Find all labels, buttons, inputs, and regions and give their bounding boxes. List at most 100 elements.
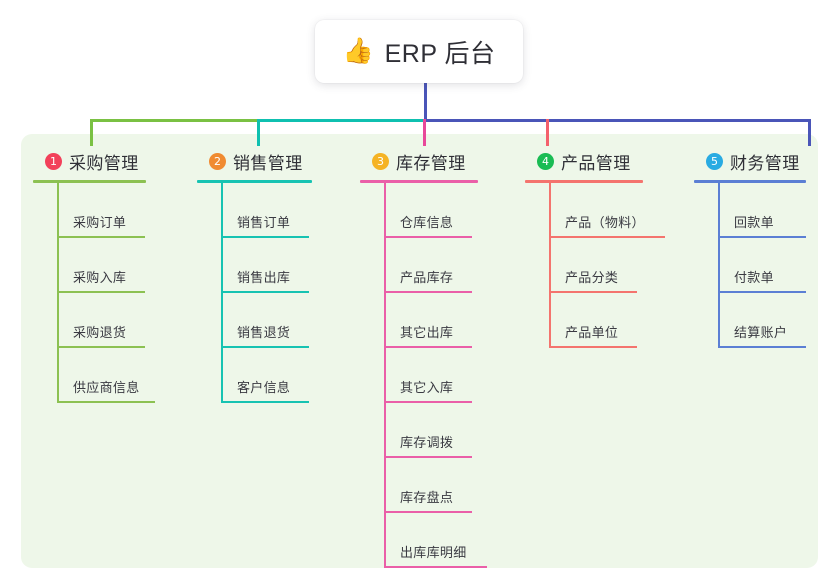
- list-item-label: 采购入库: [73, 270, 127, 285]
- root-title: ERP 后台: [384, 39, 496, 68]
- list-item-underline: [384, 291, 472, 293]
- list-item-underline: [549, 291, 637, 293]
- column-header[interactable]: 2 销售管理: [197, 148, 347, 174]
- list-item-underline: [718, 291, 806, 293]
- list-item-underline: [549, 236, 665, 238]
- list-item-underline: [221, 401, 309, 403]
- list-item[interactable]: 回款单: [718, 183, 839, 238]
- column-title: 库存管理: [396, 153, 466, 173]
- list-item-label: 结算账户: [734, 325, 788, 340]
- list-item-underline: [221, 291, 309, 293]
- branch-drop-5: [808, 119, 811, 146]
- list-item[interactable]: 库存调拨: [384, 403, 515, 458]
- list-item-label: 产品分类: [565, 270, 619, 285]
- column-underline: [197, 180, 312, 183]
- content-panel: [21, 134, 818, 568]
- list-item[interactable]: 库存盘点: [384, 458, 515, 513]
- branch-drop-1: [90, 119, 93, 146]
- list-item-underline: [221, 346, 309, 348]
- list-item-label: 产品单位: [565, 325, 619, 340]
- column-spine: [549, 183, 551, 348]
- list-item-underline: [384, 511, 472, 513]
- list-item[interactable]: 销售退货: [221, 293, 347, 348]
- list-item-underline: [384, 236, 472, 238]
- root-node[interactable]: 👍 ERP 后台: [315, 20, 523, 83]
- column-title: 采购管理: [69, 153, 139, 173]
- list-item-label: 产品库存: [400, 270, 454, 285]
- branch-bar-green: [90, 119, 260, 122]
- branch-drop-3: [423, 119, 426, 146]
- column-items: 销售订单 销售出库 销售退货 客户信息: [221, 183, 347, 403]
- list-item-label: 回款单: [734, 215, 774, 230]
- column-header[interactable]: 5 财务管理: [694, 148, 839, 174]
- list-item[interactable]: 客户信息: [221, 348, 347, 403]
- column-spine: [221, 183, 223, 403]
- list-item[interactable]: 采购订单: [57, 183, 183, 238]
- list-item[interactable]: 采购入库: [57, 238, 183, 293]
- list-item-label: 采购订单: [73, 215, 127, 230]
- thumbs-up-icon: 👍: [342, 37, 374, 65]
- list-item[interactable]: 产品库存: [384, 238, 515, 293]
- column-badge: 4: [537, 152, 554, 170]
- list-item-underline: [57, 236, 145, 238]
- list-item-underline: [718, 236, 806, 238]
- list-item-label: 库存盘点: [400, 490, 454, 505]
- column-inventory: 3 库存管理 仓库信息 产品库存 其它出库 其它入库 库存调拨: [360, 148, 515, 568]
- column-title: 销售管理: [233, 153, 303, 173]
- list-item[interactable]: 销售订单: [221, 183, 347, 238]
- list-item-label: 产品（物料）: [565, 215, 645, 230]
- list-item-label: 仓库信息: [400, 215, 454, 230]
- list-item-underline: [57, 401, 155, 403]
- column-finance: 5 财务管理 回款单 付款单 结算账户: [694, 148, 839, 348]
- trunk-vertical-line: [424, 83, 427, 121]
- column-badge: 3: [372, 152, 389, 170]
- column-underline: [360, 180, 478, 183]
- list-item-label: 出库库明细: [400, 545, 467, 560]
- list-item[interactable]: 仓库信息: [384, 183, 515, 238]
- list-item-label: 库存调拨: [400, 435, 454, 450]
- column-badge: 1: [45, 152, 62, 170]
- list-item-underline: [384, 456, 472, 458]
- column-header[interactable]: 4 产品管理: [525, 148, 685, 174]
- column-product: 4 产品管理 产品（物料） 产品分类 产品单位: [525, 148, 685, 348]
- list-item-label: 其它出库: [400, 325, 454, 340]
- list-item-label: 销售退货: [237, 325, 291, 340]
- list-item-underline: [718, 346, 806, 348]
- branch-bar-teal: [258, 119, 426, 122]
- column-spine: [384, 183, 386, 568]
- column-items: 回款单 付款单 结算账户: [718, 183, 839, 348]
- branch-drop-2: [257, 119, 260, 146]
- column-items: 仓库信息 产品库存 其它出库 其它入库 库存调拨 库存盘点: [384, 183, 515, 568]
- branch-drop-4: [546, 119, 549, 146]
- list-item[interactable]: 结算账户: [718, 293, 839, 348]
- list-item[interactable]: 产品单位: [549, 293, 685, 348]
- list-item[interactable]: 产品（物料）: [549, 183, 685, 238]
- column-spine: [718, 183, 720, 348]
- list-item[interactable]: 销售出库: [221, 238, 347, 293]
- list-item[interactable]: 供应商信息: [57, 348, 183, 403]
- column-badge: 2: [209, 152, 226, 170]
- list-item-underline: [221, 236, 309, 238]
- list-item[interactable]: 出库库明细: [384, 513, 515, 568]
- column-title: 财务管理: [730, 153, 800, 173]
- column-header[interactable]: 1 采购管理: [33, 148, 183, 174]
- branch-bar-blue: [424, 119, 811, 122]
- list-item[interactable]: 付款单: [718, 238, 839, 293]
- list-item-underline: [57, 291, 145, 293]
- list-item[interactable]: 其它出库: [384, 293, 515, 348]
- list-item-underline: [57, 346, 145, 348]
- column-purchasing: 1 采购管理 采购订单 采购入库 采购退货 供应商信息: [33, 148, 183, 403]
- list-item-label: 采购退货: [73, 325, 127, 340]
- column-underline: [525, 180, 643, 183]
- column-title: 产品管理: [561, 153, 631, 173]
- list-item[interactable]: 产品分类: [549, 238, 685, 293]
- list-item-label: 供应商信息: [73, 380, 140, 395]
- column-sales: 2 销售管理 销售订单 销售出库 销售退货 客户信息: [197, 148, 347, 403]
- column-header[interactable]: 3 库存管理: [360, 148, 515, 174]
- list-item[interactable]: 采购退货: [57, 293, 183, 348]
- list-item-label: 付款单: [734, 270, 774, 285]
- list-item[interactable]: 其它入库: [384, 348, 515, 403]
- column-badge: 5: [706, 152, 723, 170]
- list-item-label: 客户信息: [237, 380, 291, 395]
